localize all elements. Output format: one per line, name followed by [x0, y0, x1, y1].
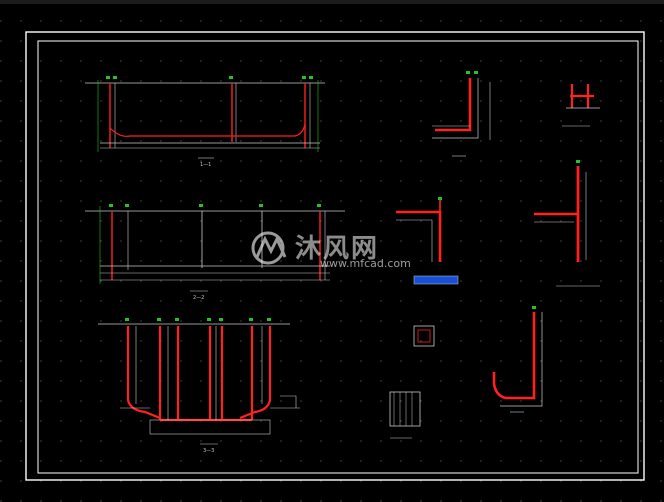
- section-label-2: 2—2: [193, 295, 204, 301]
- section-1-drawing: [85, 76, 325, 159]
- mf-logo-icon: [251, 231, 287, 265]
- wall-corner-detail-c: [396, 197, 459, 285]
- top-border-strip: [0, 0, 664, 4]
- section-3-drawing: [98, 318, 300, 445]
- watermark-url: www.mfcad.com: [320, 257, 411, 270]
- wall-foot-detail-e: [492, 306, 543, 413]
- inner-frame: [37, 40, 639, 474]
- section-2-drawing: [85, 204, 345, 292]
- wall-top-detail-b: [562, 84, 600, 127]
- section-label-1: 1—1: [200, 162, 211, 168]
- column-plan-detail: [413, 325, 435, 347]
- outer-frame: [25, 31, 645, 481]
- stair-detail: [389, 391, 421, 439]
- watermark-brand: 沐风网: [295, 234, 380, 264]
- wall-tee-detail-d: [534, 160, 600, 287]
- section-label-3: 3—3: [203, 448, 214, 454]
- wall-corner-detail-a: [432, 71, 491, 157]
